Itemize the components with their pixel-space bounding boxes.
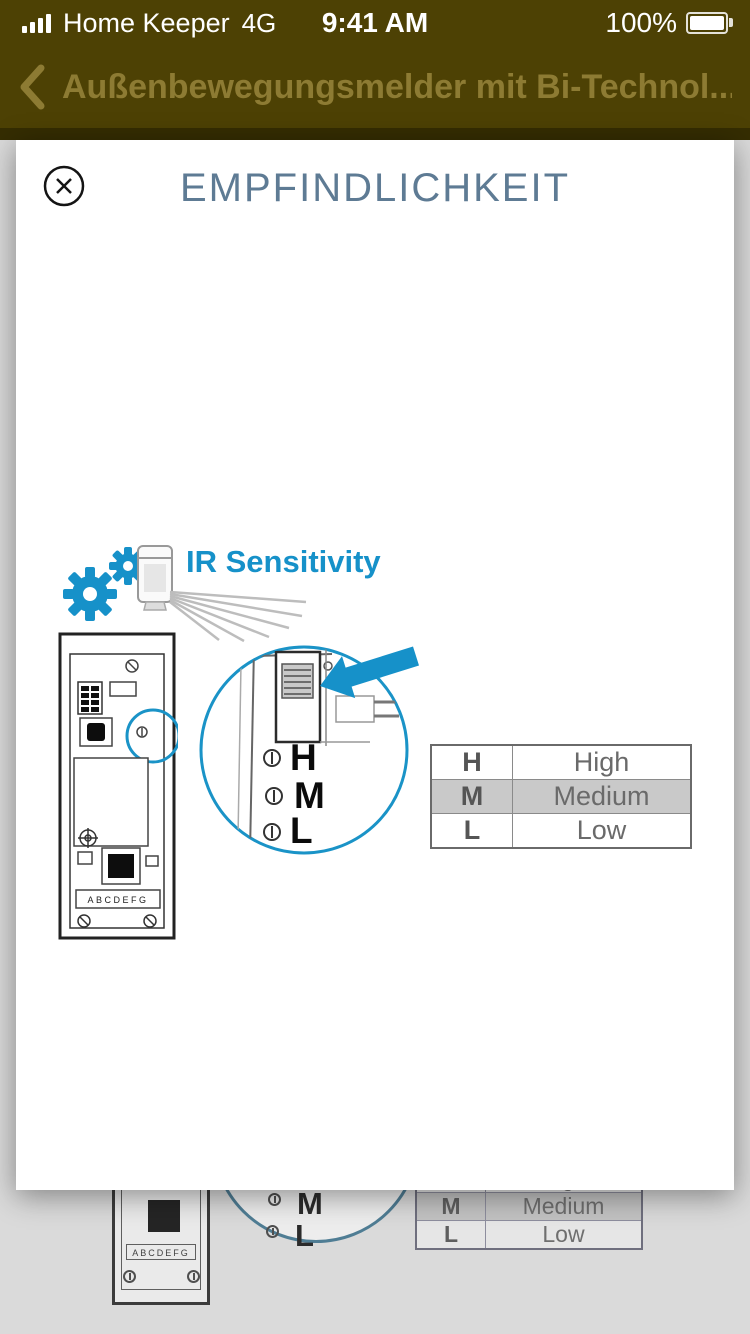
table-row: L Low bbox=[432, 813, 690, 847]
back-button-icon[interactable] bbox=[18, 64, 46, 110]
table-key: L bbox=[417, 1221, 486, 1248]
battery-icon bbox=[686, 12, 733, 34]
signal-strength-icon bbox=[22, 13, 51, 33]
table-row: H High bbox=[432, 746, 690, 779]
screw-icon bbox=[263, 749, 283, 841]
sensitivity-table: H High M Medium L Low bbox=[430, 744, 692, 849]
screw-icon bbox=[268, 1193, 281, 1206]
instruction-figure: IR Sensitivity bbox=[16, 140, 734, 1190]
status-right-group: 100% bbox=[605, 7, 733, 39]
table-row: M Medium bbox=[417, 1192, 641, 1220]
switch-label-l: L bbox=[290, 810, 313, 851]
screw-icon bbox=[136, 726, 148, 738]
table-value: Medium bbox=[553, 781, 650, 811]
pointer-arrow-icon bbox=[320, 646, 419, 699]
clock-label: 9:41 AM bbox=[321, 7, 429, 38]
battery-percent-label: 100% bbox=[605, 7, 677, 38]
background-switch-label-m: M bbox=[297, 1186, 323, 1221]
table-value: Medium bbox=[522, 1193, 605, 1219]
screw-icon bbox=[187, 1270, 200, 1283]
screw-icon bbox=[77, 914, 157, 928]
magnified-switch-view: H M L bbox=[199, 645, 409, 855]
sensitivity-modal: EMPFINDLICHKEIT bbox=[16, 140, 734, 1190]
close-button[interactable] bbox=[42, 164, 86, 208]
table-key: M bbox=[417, 1193, 486, 1220]
navigation-bar: Außenbewegungsmelder mit Bi-Technol... bbox=[0, 46, 750, 140]
terminal-label: ABCDEFG bbox=[87, 895, 148, 905]
network-type-label: 4G bbox=[241, 7, 277, 38]
screw-icon bbox=[125, 659, 139, 673]
table-row: L Low bbox=[417, 1220, 641, 1248]
switch-label-h: H bbox=[290, 737, 317, 778]
highlight-circle bbox=[125, 708, 178, 764]
background-switch-label-l: L bbox=[295, 1218, 314, 1253]
device-pcb-diagram: ABCDEFG bbox=[58, 632, 178, 940]
ir-rays bbox=[169, 590, 307, 643]
status-bar: Home Keeper 4G 9:41 AM 100% bbox=[0, 0, 750, 46]
table-key: L bbox=[432, 814, 513, 847]
background-terminal-label: ABCDEFG bbox=[126, 1244, 196, 1260]
motion-sensor-icon bbox=[137, 545, 307, 643]
table-row-highlighted: M Medium bbox=[432, 779, 690, 813]
carrier-label: Home Keeper bbox=[63, 7, 230, 38]
switch-label-m: M bbox=[294, 775, 325, 816]
table-key: M bbox=[432, 780, 513, 813]
table-value: High bbox=[573, 747, 630, 777]
screw-icon bbox=[123, 1270, 136, 1283]
modal-title: EMPFINDLICHKEIT bbox=[179, 166, 571, 210]
figure-heading: IR Sensitivity bbox=[186, 544, 381, 579]
table-value: Low bbox=[576, 815, 627, 845]
table-value: Low bbox=[542, 1221, 585, 1247]
screw-icon bbox=[266, 1225, 279, 1238]
background-pcb-chip bbox=[148, 1200, 180, 1232]
table-key: H bbox=[432, 746, 513, 779]
status-left-group: Home Keeper 4G bbox=[22, 8, 276, 39]
page-title: Außenbewegungsmelder mit Bi-Technol... bbox=[62, 67, 732, 106]
screw-gear-icon bbox=[78, 828, 98, 848]
